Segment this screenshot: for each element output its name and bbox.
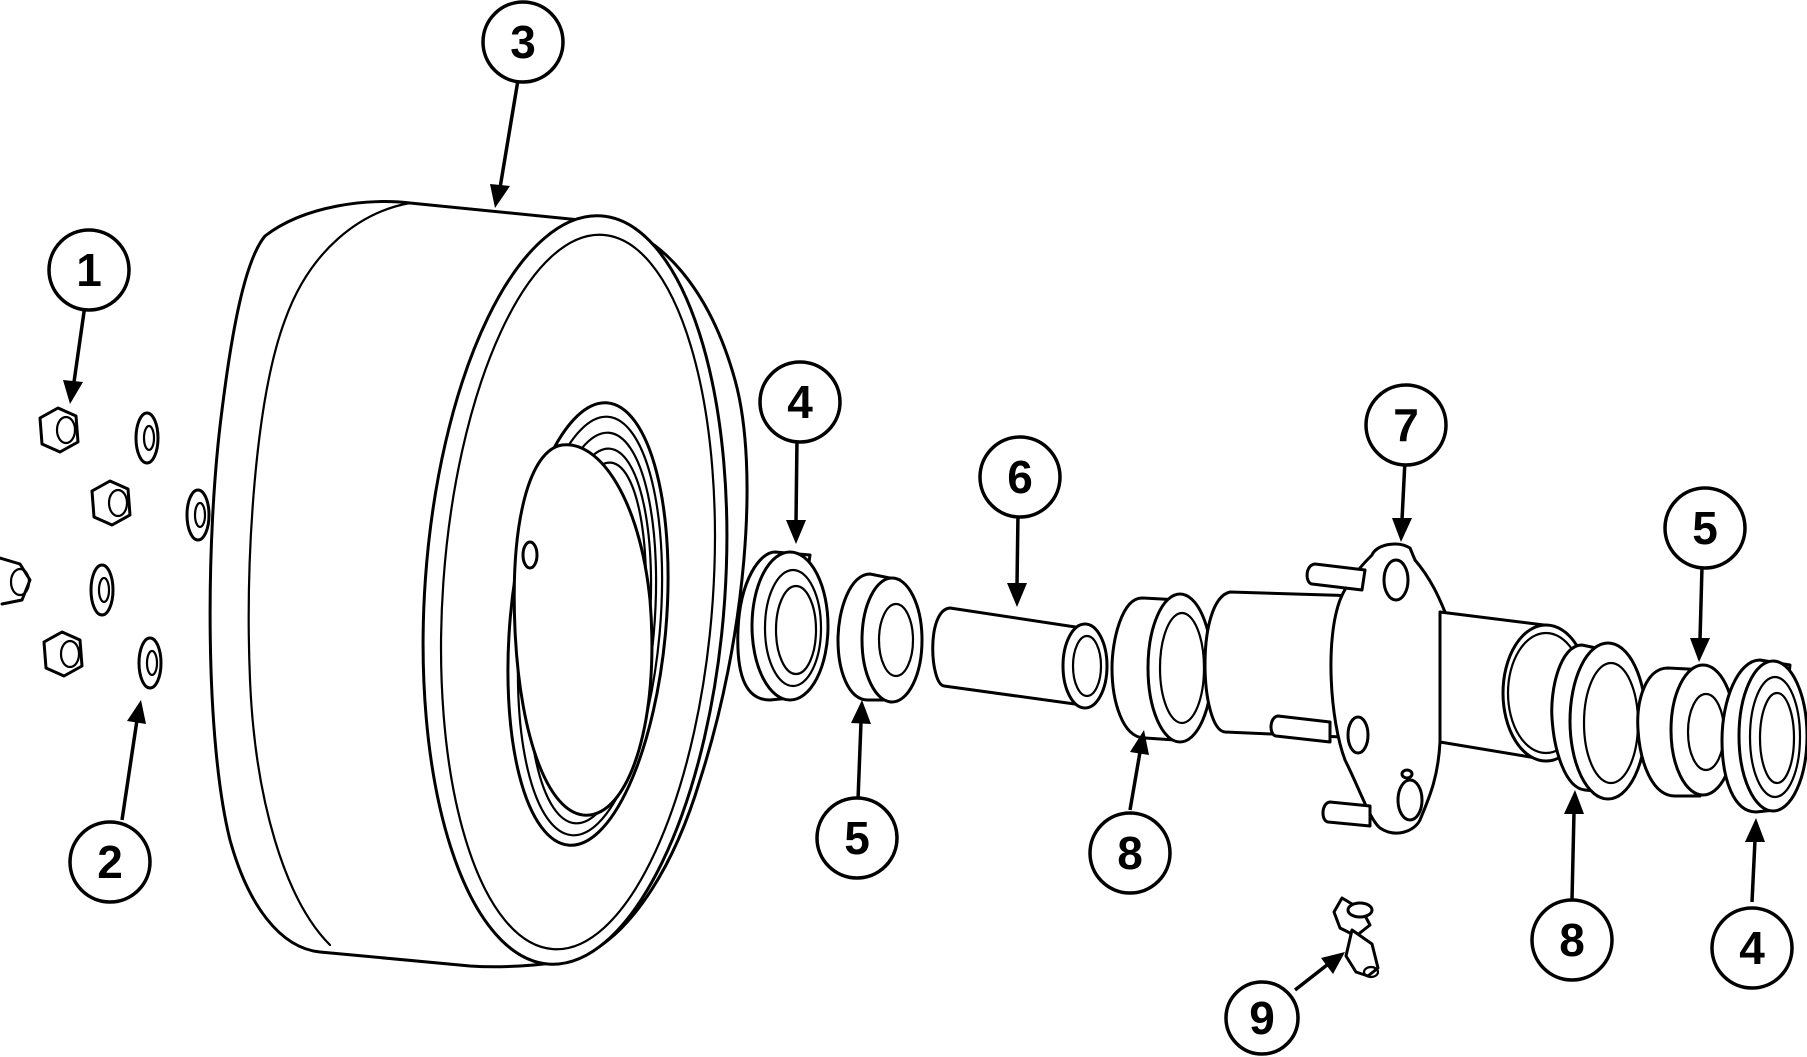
lug-nuts-part bbox=[0, 406, 132, 678]
hub-part bbox=[1203, 542, 1591, 835]
washers-part bbox=[89, 411, 211, 690]
bearing-cup-left-part bbox=[1110, 592, 1214, 744]
callout-9: 9 bbox=[1224, 980, 1300, 1056]
bearing-cone-right-part bbox=[1636, 663, 1737, 798]
seal-right-part bbox=[1720, 658, 1807, 814]
callout-7-label: 7 bbox=[1393, 399, 1419, 451]
leader-lines bbox=[63, 79, 1765, 992]
callout-3-label: 3 bbox=[510, 16, 536, 68]
callout-6-label: 6 bbox=[1007, 451, 1033, 503]
callout-7: 7 bbox=[1364, 383, 1448, 467]
spacer-tube-part bbox=[931, 606, 1109, 710]
callout-8-left-label: 8 bbox=[1117, 827, 1143, 879]
callout-9-label: 9 bbox=[1249, 992, 1275, 1044]
callout-4-left: 4 bbox=[758, 360, 842, 444]
tire-wheel-part bbox=[208, 200, 749, 969]
callout-4-right: 4 bbox=[1710, 906, 1794, 990]
bearing-cone-left-part bbox=[836, 572, 924, 704]
callout-5-right-label: 5 bbox=[1692, 502, 1718, 554]
callout-5-right: 5 bbox=[1663, 486, 1747, 570]
callout-4-left-label: 4 bbox=[787, 376, 813, 428]
callout-4-right-label: 4 bbox=[1739, 922, 1765, 974]
callout-5-left-label: 5 bbox=[844, 812, 870, 864]
callout-3: 3 bbox=[481, 0, 565, 84]
callout-1: 1 bbox=[47, 228, 131, 312]
callout-5-left: 5 bbox=[815, 796, 899, 880]
grease-fitting-part bbox=[1332, 896, 1380, 979]
callout-8-right-label: 8 bbox=[1559, 914, 1585, 966]
callout-2-label: 2 bbox=[97, 836, 123, 888]
callout-1-label: 1 bbox=[76, 244, 102, 296]
callout-8-left: 8 bbox=[1088, 811, 1172, 895]
callout-2: 2 bbox=[68, 820, 152, 904]
bearing-cup-right-part bbox=[1550, 641, 1648, 801]
seal-left-part bbox=[736, 550, 830, 702]
callout-8-right: 8 bbox=[1530, 898, 1614, 982]
callout-6: 6 bbox=[978, 435, 1062, 519]
